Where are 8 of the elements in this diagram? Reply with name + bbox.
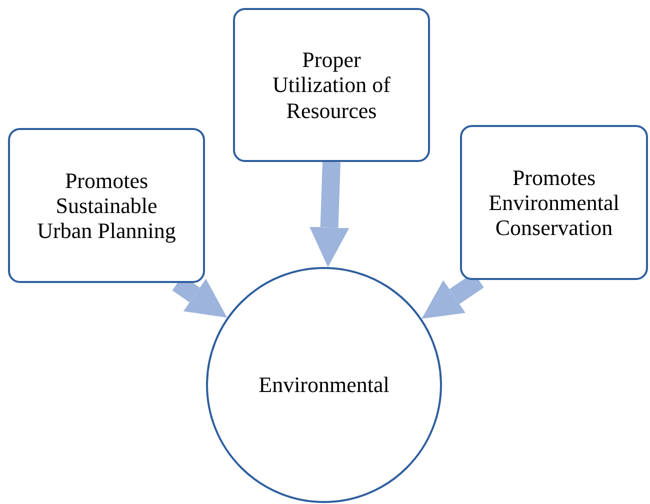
node-text: Proper Utilization of Resources [272,47,392,123]
rounded-box [8,128,205,283]
node-text: Environmental [258,372,390,398]
node-text: Promotes Sustainable Urban Planning [36,168,177,244]
node-text: Promotes Environmental Conservation [488,164,620,240]
rounded-box [233,8,430,162]
rounded-box [460,125,648,280]
block-arrow [310,162,350,268]
